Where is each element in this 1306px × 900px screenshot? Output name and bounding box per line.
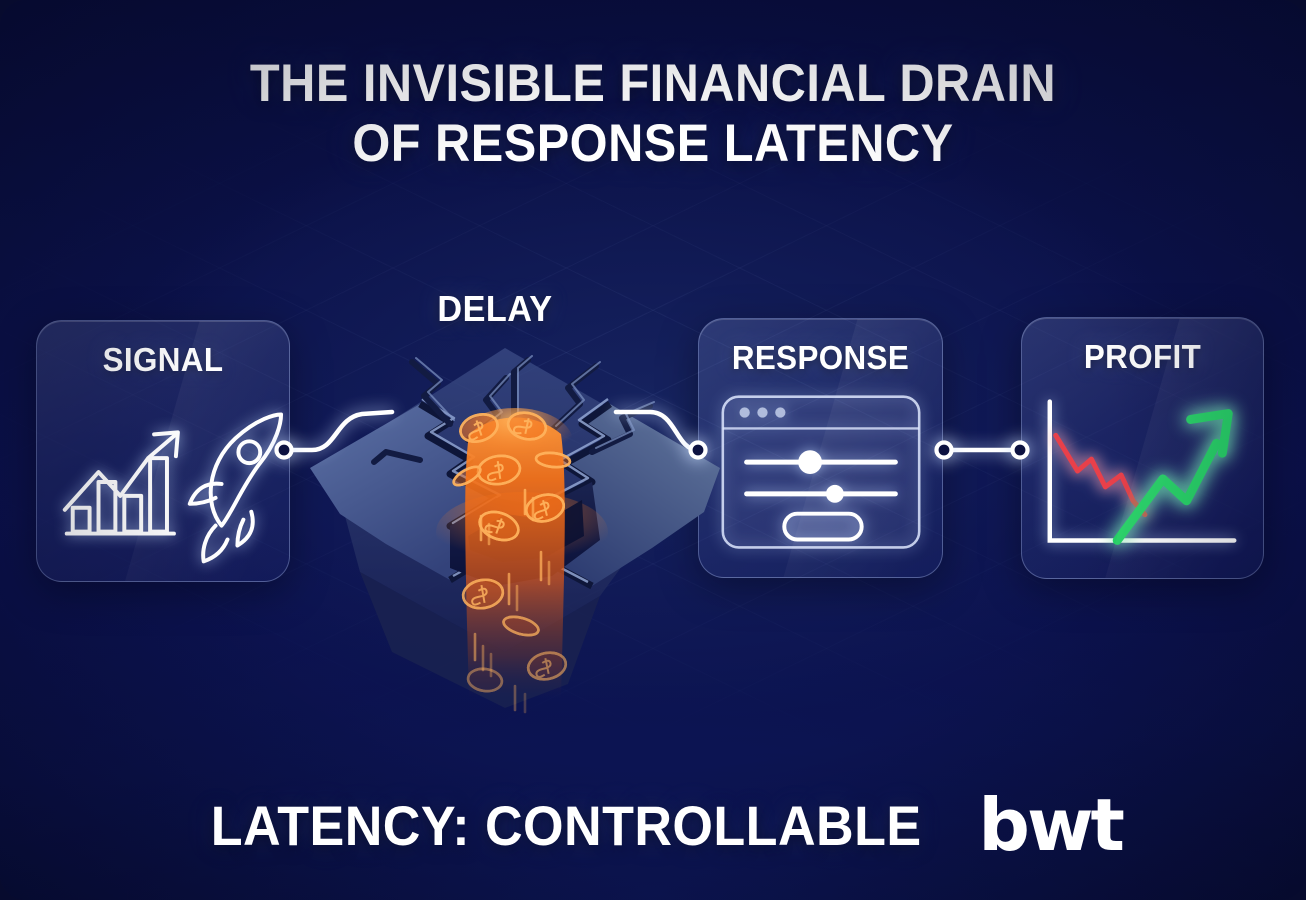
bwt-logo: bwt [978, 782, 1124, 867]
bar-chart-growth-icon [62, 430, 180, 536]
footer-tagline: LATENCY: CONTROLLABLE [210, 794, 922, 857]
footer: LATENCY: CONTROLLABLE bwt [0, 782, 1306, 867]
stage-label-response: RESPONSE [731, 339, 910, 376]
rocket-icon [187, 412, 284, 564]
profit-card-art [1022, 382, 1263, 570]
title-line-1: THE INVISIBLE FINANCIAL DRAIN [249, 54, 1057, 113]
page-title: THE INVISIBLE FINANCIAL DRAIN OF RESPONS… [52, 54, 1254, 174]
response-card-art [699, 383, 942, 569]
stage-card-profit[interactable]: PROFIT [1021, 317, 1264, 579]
window-dot [757, 407, 768, 418]
falling-coins-icon [452, 398, 575, 746]
stage-card-response[interactable]: RESPONSE [698, 318, 943, 578]
title-line-2: OF RESPONSE LATENCY [352, 113, 954, 173]
stage-card-signal[interactable]: SIGNAL [36, 320, 290, 582]
rising-green-arrow-icon [1112, 409, 1233, 545]
window-dot [775, 407, 786, 418]
button-icon [782, 511, 864, 542]
declining-red-line-icon [1053, 432, 1148, 518]
signal-card-art [37, 385, 289, 573]
stage-label-profit: PROFIT [1083, 338, 1202, 375]
window-dot [739, 407, 750, 418]
stage-label-delay: DELAY [437, 288, 553, 329]
stage-label-signal: SIGNAL [102, 341, 224, 378]
